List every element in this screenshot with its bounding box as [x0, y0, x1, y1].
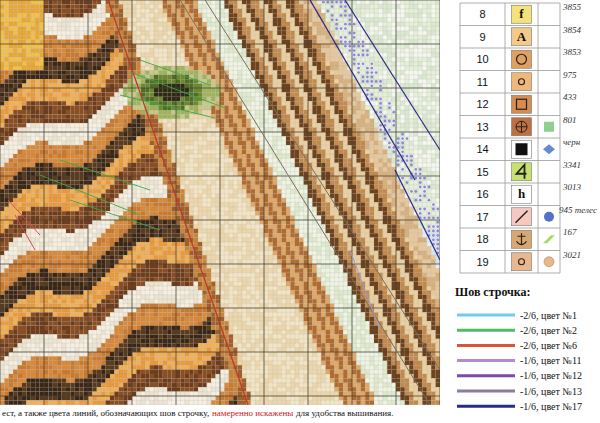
chart-page: 8f38559A385410385311975124331380114черн1… [0, 0, 600, 423]
